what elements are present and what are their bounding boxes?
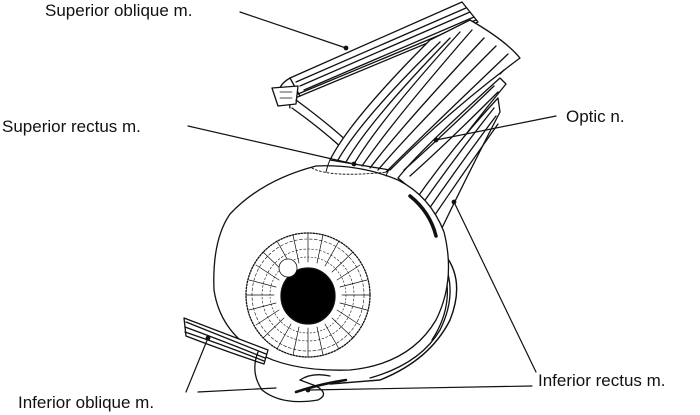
- leader-superior-oblique: [239, 11, 347, 49]
- superior-rectus-muscle: [329, 19, 521, 173]
- leader-optic-nerve: [435, 115, 557, 141]
- leader-inferior-oblique-a: [185, 337, 209, 393]
- label-inferior-oblique: Inferior oblique m.: [18, 393, 155, 412]
- label-superior-rectus: Superior rectus m.: [2, 117, 141, 136]
- leader-superior-rectus: [187, 125, 355, 165]
- pupil-highlight: [278, 258, 298, 278]
- superior-oblique-muscle: [271, 1, 479, 149]
- pupil: [280, 267, 336, 325]
- leader-inferior-rectus-lower: [307, 385, 533, 391]
- leader-lines: [185, 11, 557, 393]
- leader-inferior-oblique-b: [197, 387, 277, 393]
- label-superior-oblique: Superior oblique m.: [45, 1, 193, 20]
- label-inferior-rectus: Inferior rectus m.: [538, 371, 666, 390]
- label-optic-nerve: Optic n.: [566, 107, 625, 126]
- leader-inferior-rectus: [453, 201, 537, 373]
- inferior-oblique-muscle: [183, 317, 348, 403]
